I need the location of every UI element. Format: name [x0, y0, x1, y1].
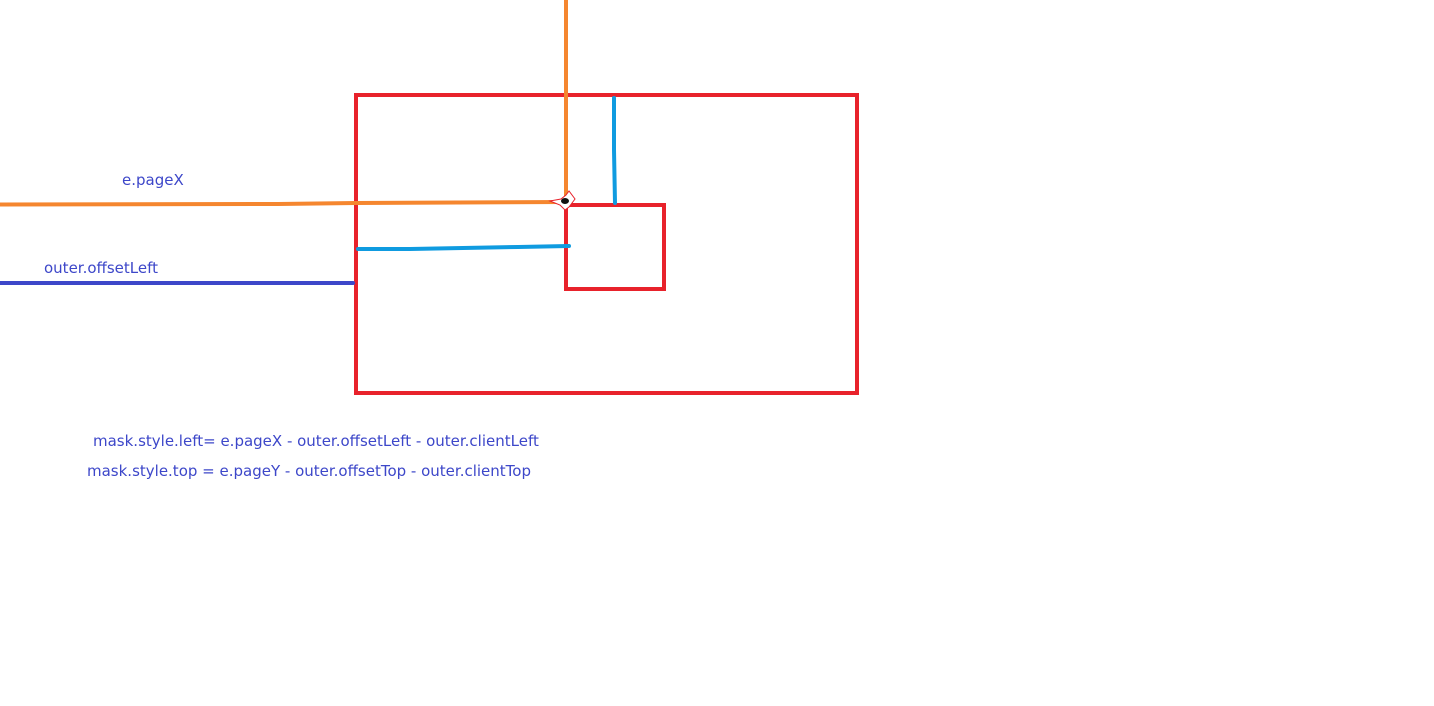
client-top-line — [612, 96, 617, 205]
client-left-line — [356, 244, 571, 251]
outer-box — [354, 93, 859, 395]
formula-top: mask.style.top = e.pageY - outer.offsetT… — [87, 462, 531, 480]
formula-left: mask.style.left= e.pageX - outer.offsetL… — [93, 432, 539, 450]
page-x-line — [0, 200, 568, 207]
mask-box — [564, 203, 666, 291]
mouse-pointer-icon — [548, 190, 576, 211]
page-x-label: e.pageX — [122, 171, 184, 189]
offset-left-label: outer.offsetLeft — [44, 259, 159, 277]
